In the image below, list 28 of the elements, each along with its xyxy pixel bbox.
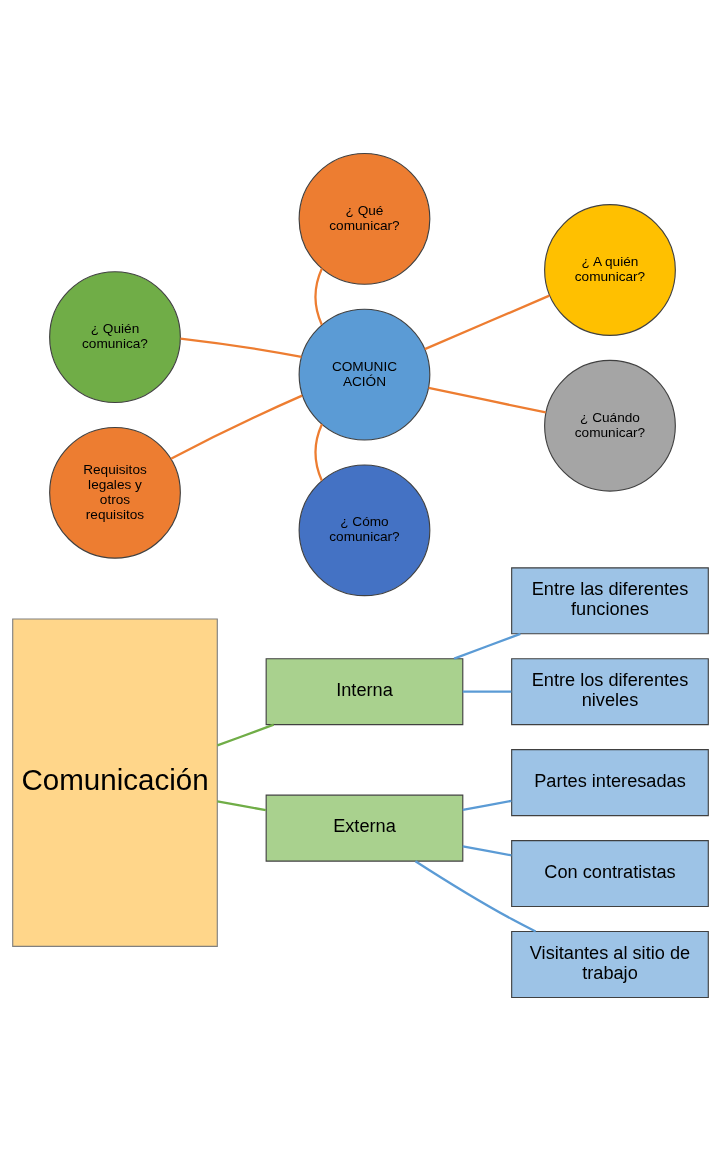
- node-box: Con contratistas: [511, 839, 709, 907]
- node-circle: ¿ Cuándo comunicar?: [544, 359, 676, 492]
- connector: [428, 386, 546, 414]
- connector: [314, 423, 323, 481]
- connector: [180, 336, 302, 358]
- node-circle: COMUNIC ACIÓN: [298, 308, 431, 441]
- node-box: Interna: [265, 657, 464, 725]
- connector: [462, 799, 512, 811]
- connector: [314, 267, 323, 325]
- node-box: Visitantes al sitio de trabajo: [511, 930, 709, 998]
- node-box: Entre los diferentes niveles: [511, 657, 709, 725]
- node-box: Externa: [265, 794, 464, 862]
- connector: [453, 632, 521, 660]
- connector: [217, 799, 267, 811]
- node-box: Entre las diferentes funciones: [511, 566, 709, 634]
- node-circle: ¿ Quién comunica?: [49, 270, 181, 403]
- node-box: Partes interesadas: [511, 748, 709, 816]
- node-circle: Requisitos legales y otros requisitos: [49, 426, 181, 559]
- connector: [217, 723, 275, 746]
- connector: [414, 859, 537, 932]
- node-circle: ¿ A quién comunicar?: [544, 203, 676, 336]
- connector: [462, 844, 512, 856]
- node-circle: ¿ Cómo comunicar?: [298, 463, 431, 596]
- connector: [424, 294, 550, 350]
- node-box: Comunicación: [12, 617, 218, 947]
- connector: [170, 394, 303, 460]
- connector: [462, 690, 512, 693]
- node-circle: ¿ Qué comunicar?: [298, 152, 431, 285]
